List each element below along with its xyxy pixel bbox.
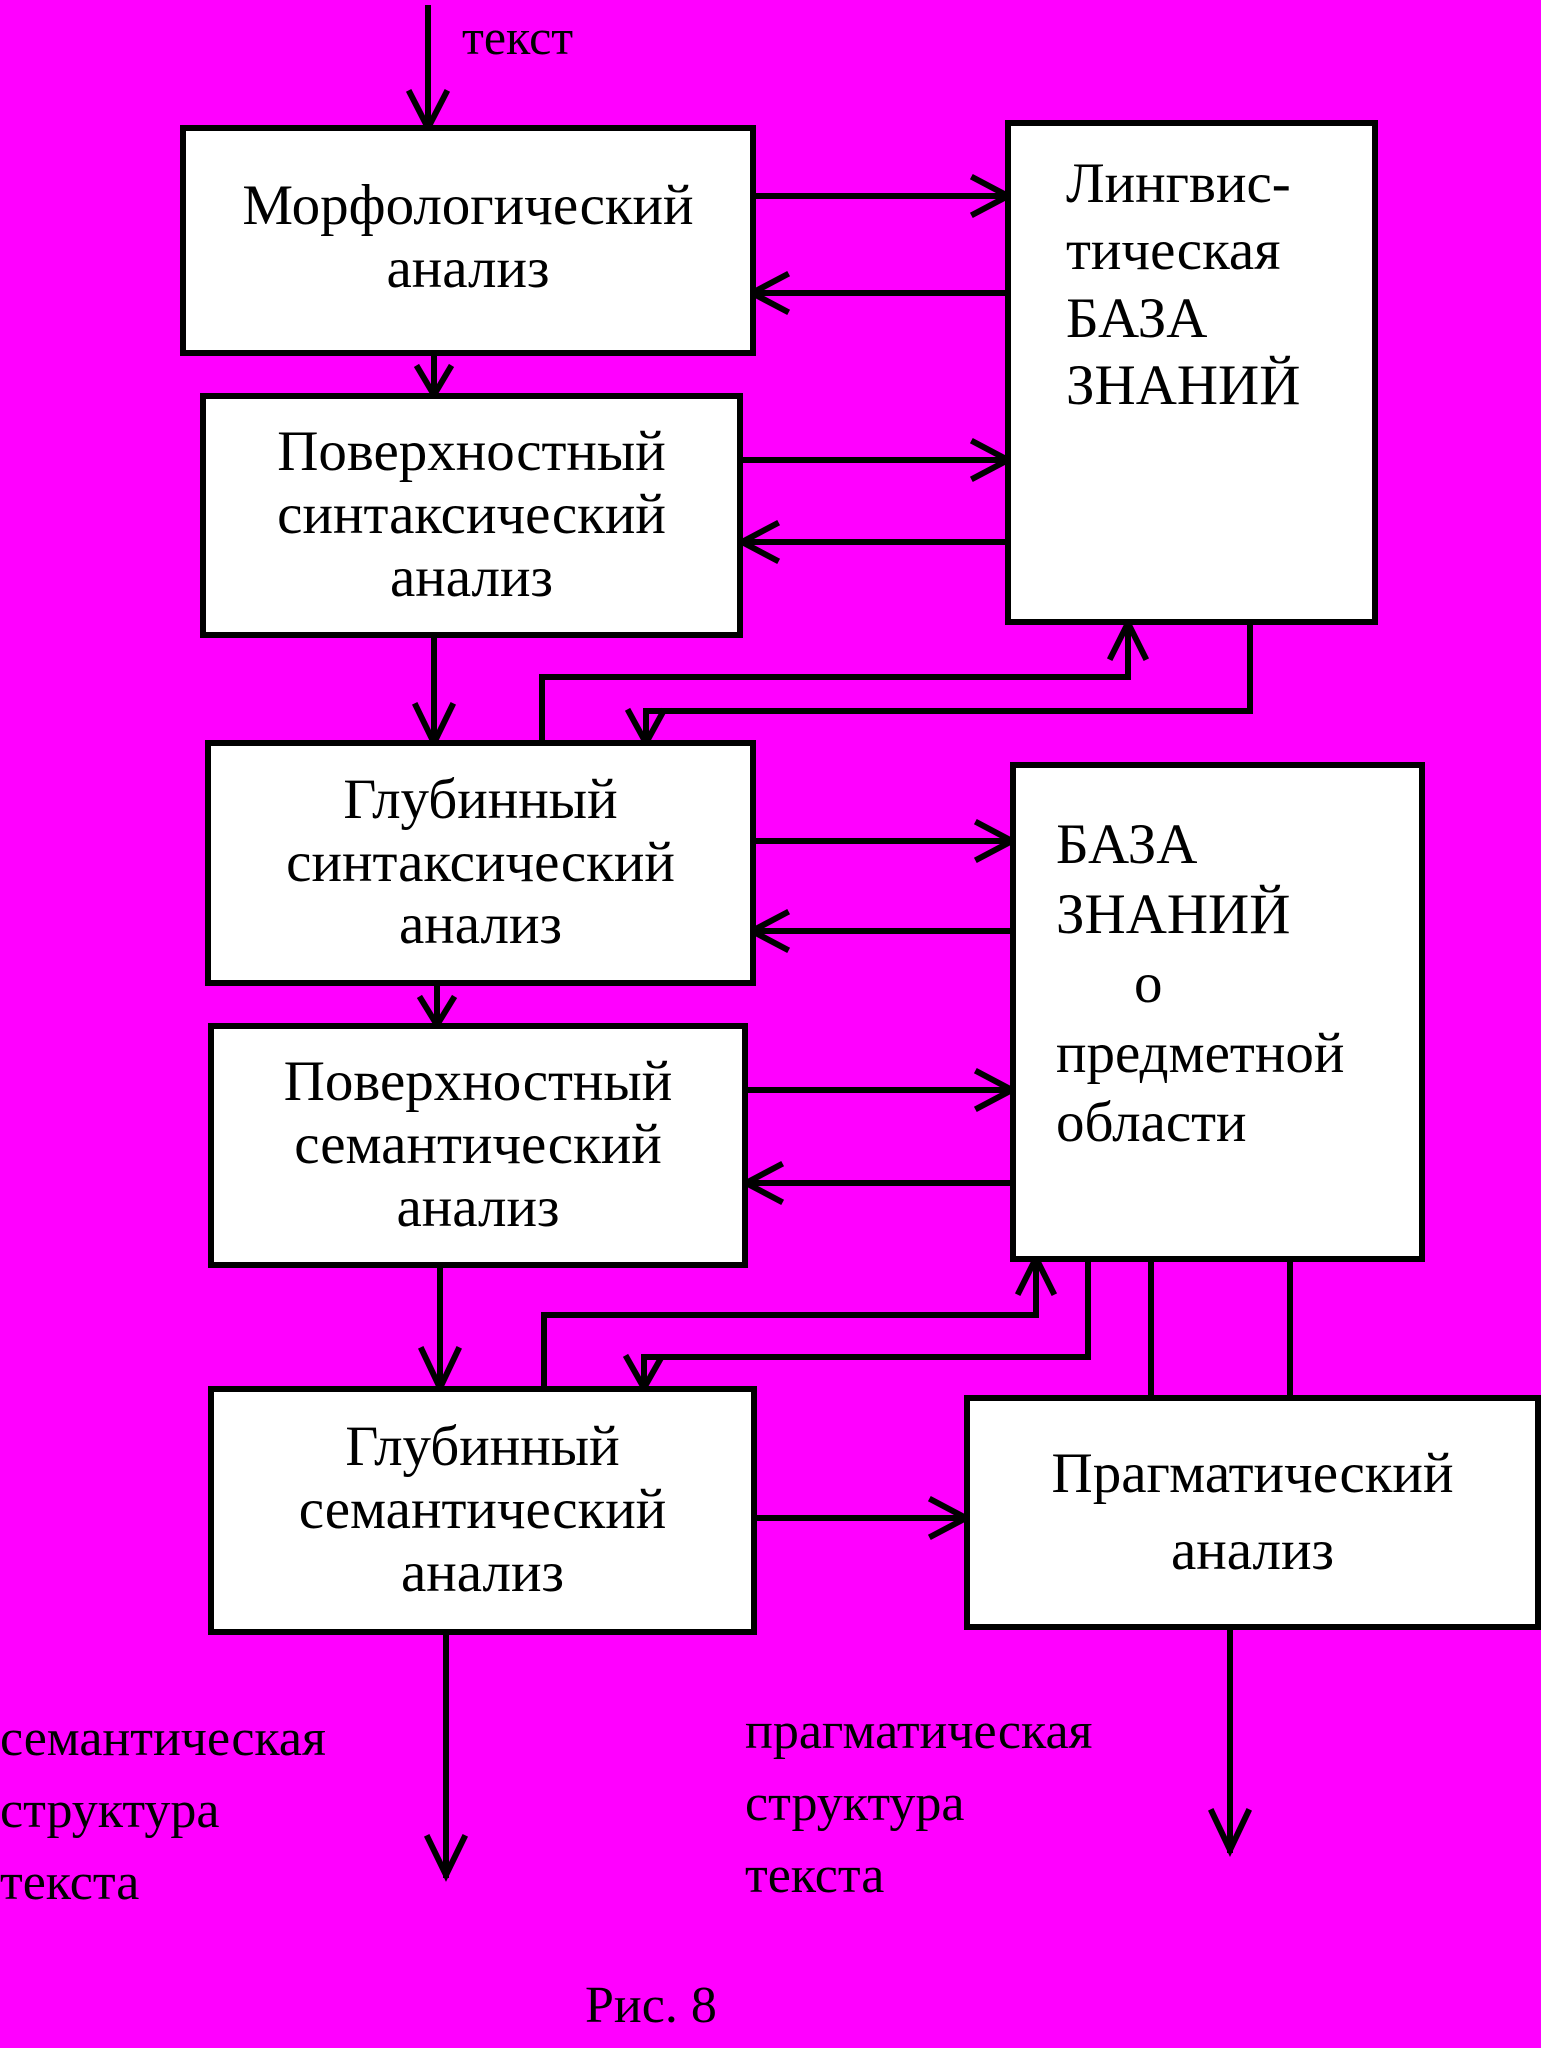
pragmatic-output-label: прагматическая структура текста <box>745 1696 1092 1911</box>
deep-syntactic-analysis-label: Глубинный синтаксический анализ <box>211 746 750 980</box>
surface-syntactic-analysis-box: Поверхностный синтаксический анализ <box>200 393 743 638</box>
pragmatic-analysis-label: Прагматический анализ <box>970 1401 1535 1624</box>
domain-knowledge-base-label: БАЗА ЗНАНИЙ о предметной области <box>1056 810 1344 1158</box>
box-label-line: Поверхностный <box>283 1050 673 1114</box>
kb-label-line: БАЗА <box>1066 286 1208 350</box>
linguistic-knowledge-base-label: Лингвис- тическая БАЗА ЗНАНИЙ <box>1066 150 1300 419</box>
semantic-output-arrow <box>423 1627 469 1882</box>
kb-label-line: ЗНАНИЙ <box>1066 353 1301 417</box>
box-label-line: синтаксический <box>286 830 675 894</box>
input-label: текст <box>462 9 574 65</box>
input-arrow <box>405 5 451 135</box>
kb-label-line: области <box>1056 1091 1247 1155</box>
box-label-line: Прагматический <box>1051 1441 1454 1505</box>
deep-semantic-analysis-box: Глубинный семантический анализ <box>208 1386 757 1635</box>
kb-label-line: Лингвис- <box>1066 152 1291 215</box>
box-label-line: анализ <box>1170 1518 1335 1582</box>
morph-to-surface-syntactic-arrow <box>413 348 455 401</box>
box-label-line: анализ <box>396 1175 560 1239</box>
surface-syntactic-analysis-label: Поверхностный синтаксический анализ <box>206 399 737 632</box>
kb-label-line: тическая <box>1066 219 1281 283</box>
output-label-line: семантическая <box>0 1710 326 1767</box>
output-label-line: структура <box>0 1781 220 1839</box>
deep-syntactic-analysis-box: Глубинный синтаксический анализ <box>205 740 756 986</box>
domain-kb-to-deep-semantic-loop <box>622 1255 1091 1395</box>
box-label-line: анализ <box>398 893 563 957</box>
output-label-line: структура <box>745 1774 965 1832</box>
figure-caption: Рис. 8 <box>585 1977 717 2034</box>
kb-label-line: ЗНАНИЙ <box>1056 882 1291 946</box>
domain-kb-to-surface-semantic-arrow <box>739 1160 1015 1206</box>
domain-kb-to-deep-syntactic-arrow <box>745 908 1015 954</box>
surface-semantic-analysis-label: Поверхностный семантический анализ <box>214 1029 742 1262</box>
morph-to-kb-arrow <box>747 173 1015 219</box>
kb-label-line: предметной <box>1056 1021 1345 1085</box>
kb-to-surface-syntactic-arrow <box>735 519 1011 565</box>
box-label-line: анализ <box>386 236 550 300</box>
kb-to-morph-arrow <box>745 270 1011 316</box>
box-label-line: Поверхностный <box>277 420 666 484</box>
deep-syntactic-to-kb-loop <box>539 616 1150 746</box>
box-label-line: Глубинный <box>345 1415 620 1479</box>
box-label-line: анализ <box>400 1540 565 1604</box>
domain-knowledge-base-box: БАЗА ЗНАНИЙ о предметной области <box>1010 762 1425 1262</box>
deep-syntactic-to-domain-kb-arrow <box>747 818 1019 864</box>
kb-label-line: о <box>1134 952 1163 1016</box>
box-label-line: Глубинный <box>343 767 618 831</box>
deep-semantic-analysis-label: Глубинный семантический анализ <box>214 1392 751 1629</box>
deep-syntactic-to-surface-semantic-arrow <box>416 982 458 1031</box>
box-label-line: Морфологический <box>242 173 694 237</box>
surface-semantic-to-deep-semantic-arrow <box>418 1264 462 1396</box>
morphological-analysis-label: Морфологический анализ <box>186 125 750 350</box>
box-label-line: синтаксический <box>277 483 666 547</box>
deep-semantic-to-pragmatic-arrow <box>749 1495 973 1541</box>
kb-to-deep-syntactic-loop <box>624 620 1253 750</box>
surface-semantic-to-domain-kb-arrow <box>741 1067 1019 1113</box>
linguistic-knowledge-base-box: Лингвис- тическая БАЗА ЗНАНИЙ <box>1005 120 1378 625</box>
output-label-line: прагматическая <box>745 1703 1093 1760</box>
kb-label-line: БАЗА <box>1056 813 1198 876</box>
box-label-line: семантический <box>298 1478 667 1542</box>
surface-syntactic-to-kb-arrow <box>735 437 1015 483</box>
pragmatic-output-arrow <box>1208 1622 1252 1858</box>
semantic-output-label: семантическая структура текста <box>0 1703 326 1918</box>
output-label-line: текста <box>745 1846 885 1904</box>
morphological-analysis-box: Морфологический анализ <box>180 125 756 356</box>
pragmatic-analysis-box: Прагматический анализ <box>964 1395 1541 1630</box>
surface-syntactic-to-deep-syntactic-arrow <box>411 635 457 750</box>
deep-semantic-to-domain-kb-loop <box>541 1251 1058 1391</box>
box-label-line: семантический <box>294 1113 662 1177</box>
box-label-line: анализ <box>389 545 554 609</box>
surface-semantic-analysis-box: Поверхностный семантический анализ <box>208 1023 748 1268</box>
output-label-line: текста <box>0 1853 140 1911</box>
